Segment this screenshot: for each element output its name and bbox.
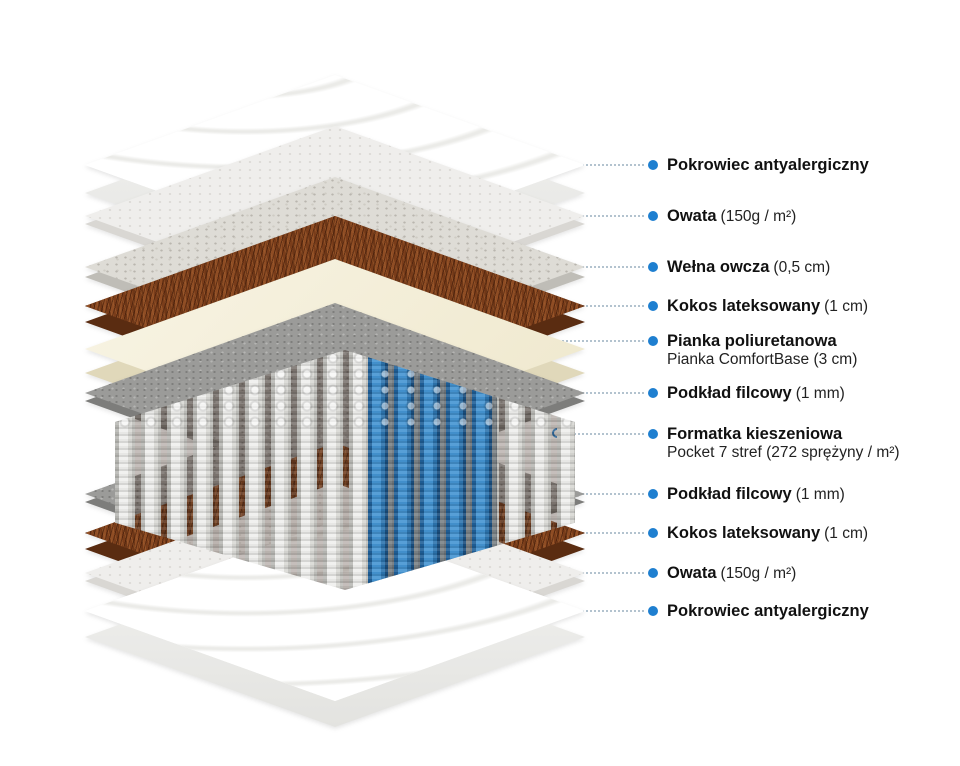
leader-dot-icon xyxy=(648,301,658,311)
label-detail: (150g / m²) xyxy=(720,208,797,225)
leader-dot-icon xyxy=(648,568,658,578)
label-name: Podkład filcowy xyxy=(667,485,792,503)
label-name: Formatka kieszeniowa xyxy=(667,425,843,443)
mattress-exploded-diagram xyxy=(70,60,610,740)
leader-dot-icon xyxy=(648,528,658,538)
leader-line xyxy=(530,392,644,394)
leader-line xyxy=(542,215,644,217)
label-detail: Pianka ComfortBase (3 cm) xyxy=(667,351,858,368)
label-bottom-cover: Pokrowiec antyalergiczny xyxy=(540,601,873,621)
label-name: Podkład filcowy xyxy=(667,384,792,402)
leader-line xyxy=(538,493,644,495)
label-detail: (1 cm) xyxy=(824,525,869,542)
leader-line xyxy=(554,610,644,612)
leader-line xyxy=(554,340,644,342)
leader-dot-icon xyxy=(648,606,658,616)
leader-dot-icon xyxy=(648,429,658,439)
label-detail: (1 mm) xyxy=(795,385,845,402)
leader-line xyxy=(546,266,644,268)
label-name: Owata xyxy=(667,564,717,582)
leader-dot-icon xyxy=(648,262,658,272)
leader-dot-icon xyxy=(648,336,658,346)
label-detail: (1 mm) xyxy=(795,486,845,503)
label-name: Wełna owcza xyxy=(667,258,770,276)
label-detail: (1 cm) xyxy=(824,298,869,315)
label-name: Pokrowiec antyalergiczny xyxy=(667,602,869,620)
leader-dot-icon xyxy=(648,160,658,170)
leader-dot-icon xyxy=(648,489,658,499)
label-detail: (0,5 cm) xyxy=(773,259,831,276)
label-detail: (150g / m²) xyxy=(720,565,797,582)
leader-line xyxy=(538,164,644,166)
leader-dot-icon xyxy=(648,388,658,398)
label-detail: Pocket 7 stref (272 sprężyny / m²) xyxy=(667,444,900,461)
label-name: Kokos lateksowany xyxy=(667,297,821,315)
leader-line xyxy=(530,305,644,307)
label-coconut-top: Kokos lateksowany(1 cm) xyxy=(516,296,868,316)
label-name: Pianka poliuretanowa xyxy=(667,332,837,350)
label-name: Kokos lateksowany xyxy=(667,524,821,542)
leader-dot-icon xyxy=(648,211,658,221)
leader-line xyxy=(542,532,644,534)
label-name: Owata xyxy=(667,207,717,225)
leader-line xyxy=(566,433,644,435)
label-name: Pokrowiec antyalergiczny xyxy=(667,156,869,174)
